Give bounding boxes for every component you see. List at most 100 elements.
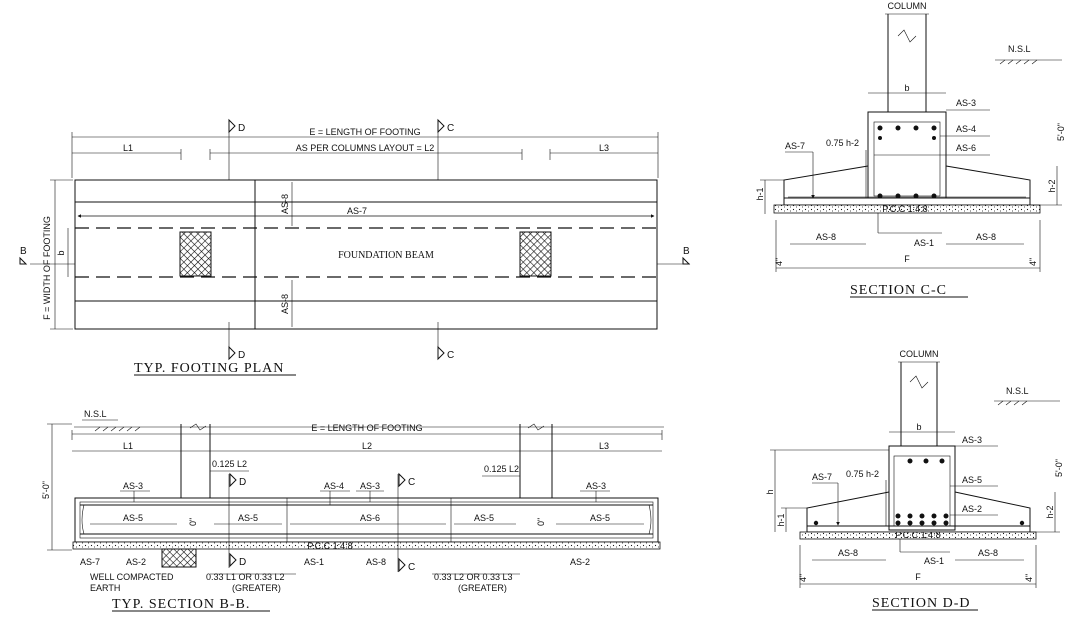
plan-as7-label: AS-7 xyxy=(347,206,367,216)
bb-as4-label: AS-4 xyxy=(324,481,344,491)
dd-h2-label: h-2 xyxy=(1045,505,1055,518)
plan-cut-c-bottom: C xyxy=(447,350,454,361)
bb-l1-label: L1 xyxy=(123,441,133,451)
cc-as7-label: AS-7 xyxy=(785,141,805,151)
dd-dim-075: 0.75 h-2 xyxy=(846,469,879,479)
bb-zero-left: 0" xyxy=(188,518,198,526)
dd-pcc-label: P.C.C 1:4:8 xyxy=(895,530,940,540)
plan-l3-label: L3 xyxy=(599,143,609,153)
bb-as6-label: AS-6 xyxy=(360,513,380,523)
bb-height-label: 5'-0" xyxy=(41,481,51,499)
cc-nsl-label: N.S.L xyxy=(1008,44,1031,54)
dd-pcc-layer xyxy=(799,531,1037,540)
dd-h-label: h xyxy=(765,489,775,494)
bb-as5-right: AS-5 xyxy=(590,513,610,523)
plan-cut-b-right: B xyxy=(683,246,690,257)
plan-width-label: F = WIDTH OF FOOTING xyxy=(42,216,52,320)
bb-pcc-layer xyxy=(72,541,661,550)
bb-as1-label: AS-1 xyxy=(304,557,324,567)
column-left xyxy=(179,231,212,277)
bb-lap-left: 0.33 L1 OR 0.33 L2 xyxy=(206,572,285,582)
cc-column-label: COLUMN xyxy=(887,1,926,11)
dd-f-label: F xyxy=(915,572,921,582)
bb-as3-right: AS-3 xyxy=(586,481,606,491)
bb-earth-label-2: EARTH xyxy=(90,583,120,593)
bb-as5-midright: AS-5 xyxy=(474,513,494,523)
bb-earth-label: WELL COMPACTED xyxy=(90,572,174,582)
dd-as8-left: AS-8 xyxy=(838,548,858,558)
bb-greater-right: (GREATER) xyxy=(458,583,507,593)
bb-l2-label: L2 xyxy=(362,441,372,451)
dd-b-label: b xyxy=(916,422,921,432)
bb-cut-c-top: C xyxy=(408,477,415,488)
dd-beam xyxy=(888,445,956,531)
column-right xyxy=(519,231,552,277)
bb-earth-hatch xyxy=(161,548,197,568)
section-dd: COLUMN N.S.L 5'-0" b P.C.C 1:4:8 AS-3 AS… xyxy=(765,349,1064,611)
bb-lap-right: 0.33 L2 OR 0.33 L3 xyxy=(434,572,513,582)
dd-height-label: 5'-0" xyxy=(1054,459,1064,477)
cc-dim-075: 0.75 h-2 xyxy=(826,138,859,148)
dd-four-left: 4" xyxy=(798,574,808,582)
dd-four-right: 4" xyxy=(1024,574,1034,582)
plan-layout-label: AS PER COLUMNS LAYOUT = L2 xyxy=(296,143,434,153)
plan-cut-b-left: B xyxy=(20,246,27,257)
bb-as3-left: AS-3 xyxy=(123,481,143,491)
cc-pcc-layer xyxy=(773,204,1041,214)
bb-as5-midleft: AS-5 xyxy=(238,513,258,523)
bb-l3-label: L3 xyxy=(599,441,609,451)
dd-nsl-label: N.S.L xyxy=(1006,386,1029,396)
dd-h1-label: h-1 xyxy=(776,513,786,526)
cc-b-label: b xyxy=(904,83,909,93)
cc-pcc-label: P.C.C 1:4:8 xyxy=(882,204,927,214)
plan-footing-outline xyxy=(74,179,658,330)
bb-as8-label: AS-8 xyxy=(366,557,386,567)
bb-as7-label: AS-7 xyxy=(80,557,100,567)
bb-length-label: E = LENGTH OF FOOTING xyxy=(311,423,422,433)
cc-as6-label: AS-6 xyxy=(956,143,976,153)
bb-pcc-label: P.C.C 1:4:8 xyxy=(307,541,352,551)
plan-as8-bottom-label: AS-8 xyxy=(280,294,290,314)
plan-cut-c-top: C xyxy=(447,123,454,134)
cc-title: SECTION C-C xyxy=(850,283,947,298)
bb-cut-d-bottom: D xyxy=(239,557,246,568)
plan-l1-label: L1 xyxy=(123,143,133,153)
bb-greater-left: (GREATER) xyxy=(232,583,281,593)
plan-as8-top-label: AS-8 xyxy=(280,194,290,214)
dd-as3-label: AS-3 xyxy=(962,435,982,445)
plan-title: TYP. FOOTING PLAN xyxy=(134,361,284,376)
dd-column-label: COLUMN xyxy=(899,349,938,359)
cc-h1-label: h-1 xyxy=(755,187,765,200)
bb-nsl-label: N.S.L xyxy=(84,409,107,419)
cc-as3-label: AS-3 xyxy=(956,98,976,108)
bb-dim-0125-left: 0.125 L2 xyxy=(212,459,247,469)
plan-b-label: b xyxy=(56,250,66,255)
plan-length-label: E = LENGTH OF FOOTING xyxy=(309,127,420,137)
section-bb: N.S.L 5'-0" E = LENGTH OF FOOTING L1 L2 … xyxy=(41,409,664,612)
bb-as2-right: AS-2 xyxy=(570,557,590,567)
bb-as2-left: AS-2 xyxy=(126,557,146,567)
dd-as1-label: AS-1 xyxy=(924,556,944,566)
bb-dim-0125-right: 0.125 L2 xyxy=(484,464,519,474)
cc-four-right: 4" xyxy=(1028,258,1038,266)
cc-four-left: 4" xyxy=(774,258,784,266)
cc-as8-left: AS-8 xyxy=(816,232,836,242)
dd-as2-label: AS-2 xyxy=(962,504,982,514)
cc-as1-label: AS-1 xyxy=(914,238,934,248)
dd-as5-label: AS-5 xyxy=(962,475,982,485)
bb-zero-right: 0" xyxy=(536,518,546,526)
bb-as5-left: AS-5 xyxy=(123,513,143,523)
bb-cut-c-bottom: C xyxy=(408,562,415,573)
dd-as8-right: AS-8 xyxy=(978,548,998,558)
dd-title: SECTION D-D xyxy=(872,596,971,611)
bb-as3-mid: AS-3 xyxy=(360,481,380,491)
plan-cut-d-bottom: D xyxy=(238,350,245,361)
footing-plan: FOUNDATION BEAM AS-7 AS-8 AS-8 E = LENGT… xyxy=(19,118,691,376)
dd-as7-label: AS-7 xyxy=(812,472,832,482)
cc-f-label: F xyxy=(904,254,910,264)
cc-as8-right: AS-8 xyxy=(976,232,996,242)
cc-as4-label: AS-4 xyxy=(956,124,976,134)
cc-h2-label: h-2 xyxy=(1047,179,1057,192)
bb-cut-d-top: D xyxy=(239,477,246,488)
